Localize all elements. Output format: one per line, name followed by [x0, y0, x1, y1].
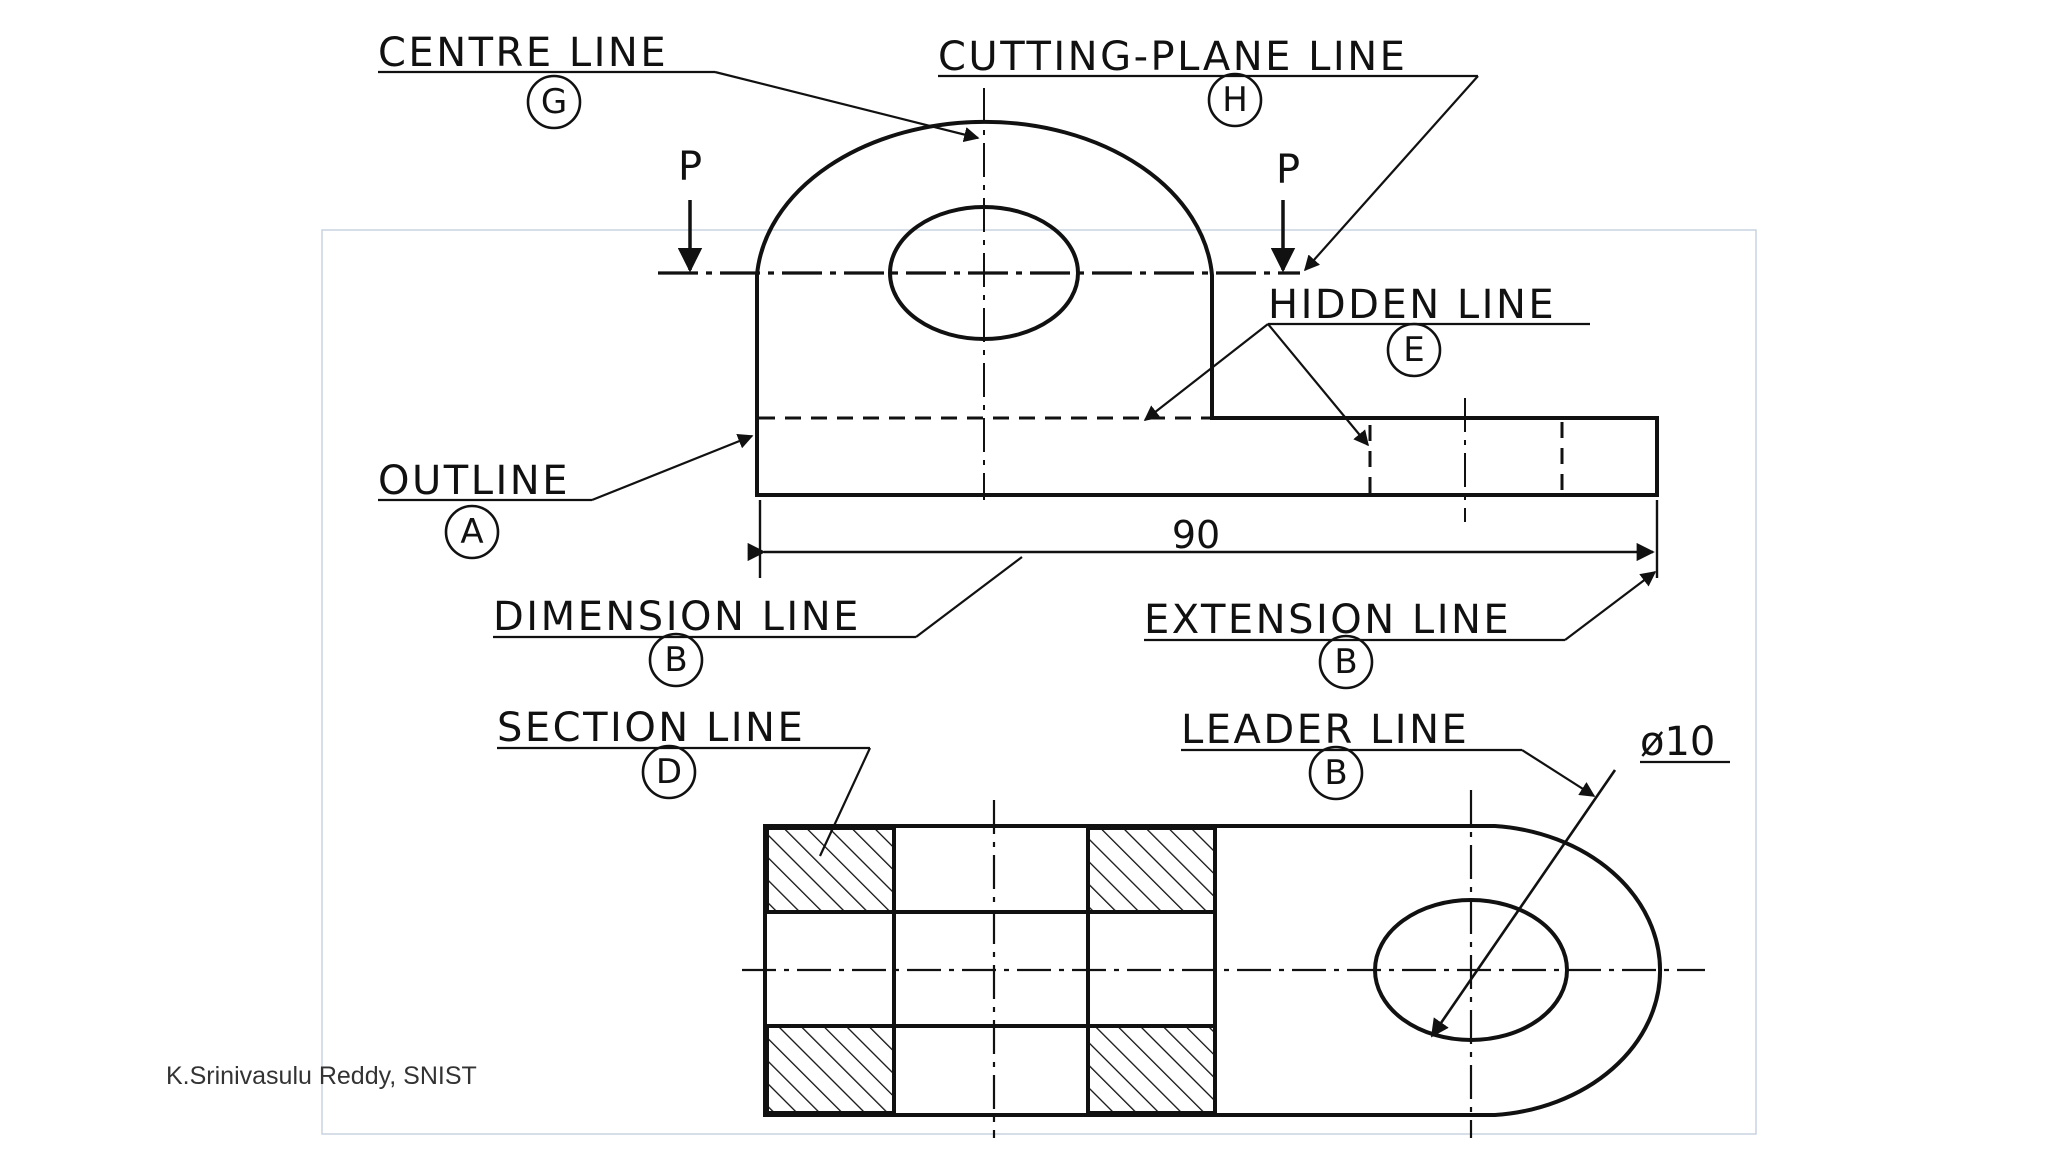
sectional-view-centre-lines: [742, 790, 1705, 1138]
dimension-value: 90: [1172, 513, 1220, 557]
front-view: [658, 88, 1659, 578]
front-view-hidden-lines: [759, 416, 1564, 495]
cutting-plane-arrows: [677, 200, 1296, 273]
centre-line-label: CENTRE LINE: [378, 30, 668, 76]
hidden-line-label: HIDDEN LINE: [1268, 282, 1556, 328]
tag-d: D: [656, 752, 682, 792]
sectional-view-outline: [763, 824, 1663, 1117]
section-hatching: [765, 826, 1217, 1115]
section-line-label: SECTION LINE: [497, 705, 805, 751]
footer-credit: K.Srinivasulu Reddy, SNIST: [166, 1062, 477, 1090]
circled-tags: [444, 72, 1442, 801]
diameter-line: [1430, 769, 1617, 1038]
cutting-plane-line-label: CUTTING-PLANE LINE: [938, 34, 1407, 80]
tag-e: E: [1403, 330, 1424, 370]
tag-g: G: [541, 82, 567, 122]
tag-a: A: [460, 512, 483, 552]
tag-h: H: [1222, 80, 1248, 120]
drawing-frame: [321, 229, 1757, 1135]
cutting-plane-mark-left: P: [678, 144, 702, 190]
outline-label: OUTLINE: [378, 458, 570, 504]
front-view-outline: [755, 119, 1659, 497]
extension-line-label: EXTENSION LINE: [1144, 597, 1511, 643]
dimension-line-label: DIMENSION LINE: [493, 594, 861, 640]
front-view-centre-lines: [983, 88, 1466, 522]
callout-leaders: [378, 70, 1730, 857]
tag-b-extension: B: [1334, 642, 1357, 682]
sectional-view: [742, 769, 1705, 1138]
extension-lines: [758, 500, 1659, 578]
leader-line-label: LEADER LINE: [1181, 707, 1469, 753]
tag-b-leader: B: [1324, 753, 1347, 793]
cutting-plane-mark-right: P: [1276, 147, 1300, 193]
tag-b-dimension: B: [664, 640, 687, 680]
diameter-callout: ø10: [1640, 719, 1715, 765]
